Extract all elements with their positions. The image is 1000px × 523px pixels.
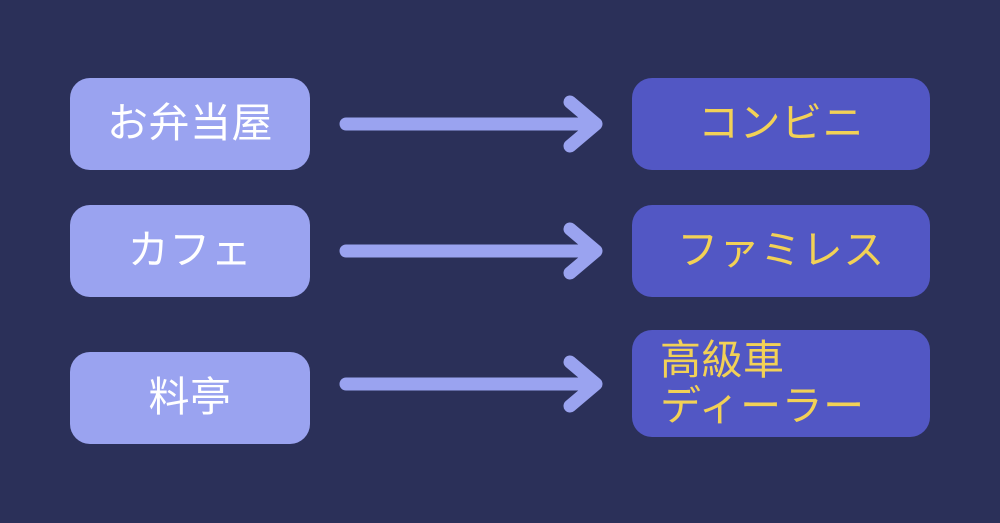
right-arrow-icon-1 xyxy=(338,92,606,156)
mapping-row: お弁当屋 コンビニ xyxy=(0,78,1000,170)
mapping-row: カフェ ファミレス xyxy=(0,205,1000,297)
right-arrow-svg-2 xyxy=(339,222,603,280)
right-arrow-icon-2 xyxy=(338,219,606,283)
target-box-2[interactable]: ファミレス xyxy=(632,205,930,297)
target-box-2-label: ファミレス xyxy=(677,226,885,275)
right-arrow-icon-3 xyxy=(338,352,606,416)
target-box-3-label: 高級車 ディーラー xyxy=(660,335,865,430)
target-box-1[interactable]: コンビニ xyxy=(632,78,930,170)
mapping-row: 料亭 高級車 ディーラー xyxy=(0,330,1000,444)
target-box-3[interactable]: 高級車 ディーラー xyxy=(632,330,930,437)
source-box-3[interactable]: 料亭 xyxy=(70,352,310,444)
source-box-1-label: お弁当屋 xyxy=(107,99,273,148)
right-arrow-svg-1 xyxy=(339,95,603,153)
source-box-2[interactable]: カフェ xyxy=(70,205,310,297)
target-box-1-label: コンビニ xyxy=(698,99,864,148)
right-arrow-svg-3 xyxy=(339,355,603,413)
source-box-1[interactable]: お弁当屋 xyxy=(70,78,310,170)
source-box-2-label: カフェ xyxy=(127,226,253,275)
source-box-3-label: 料亭 xyxy=(148,373,232,422)
